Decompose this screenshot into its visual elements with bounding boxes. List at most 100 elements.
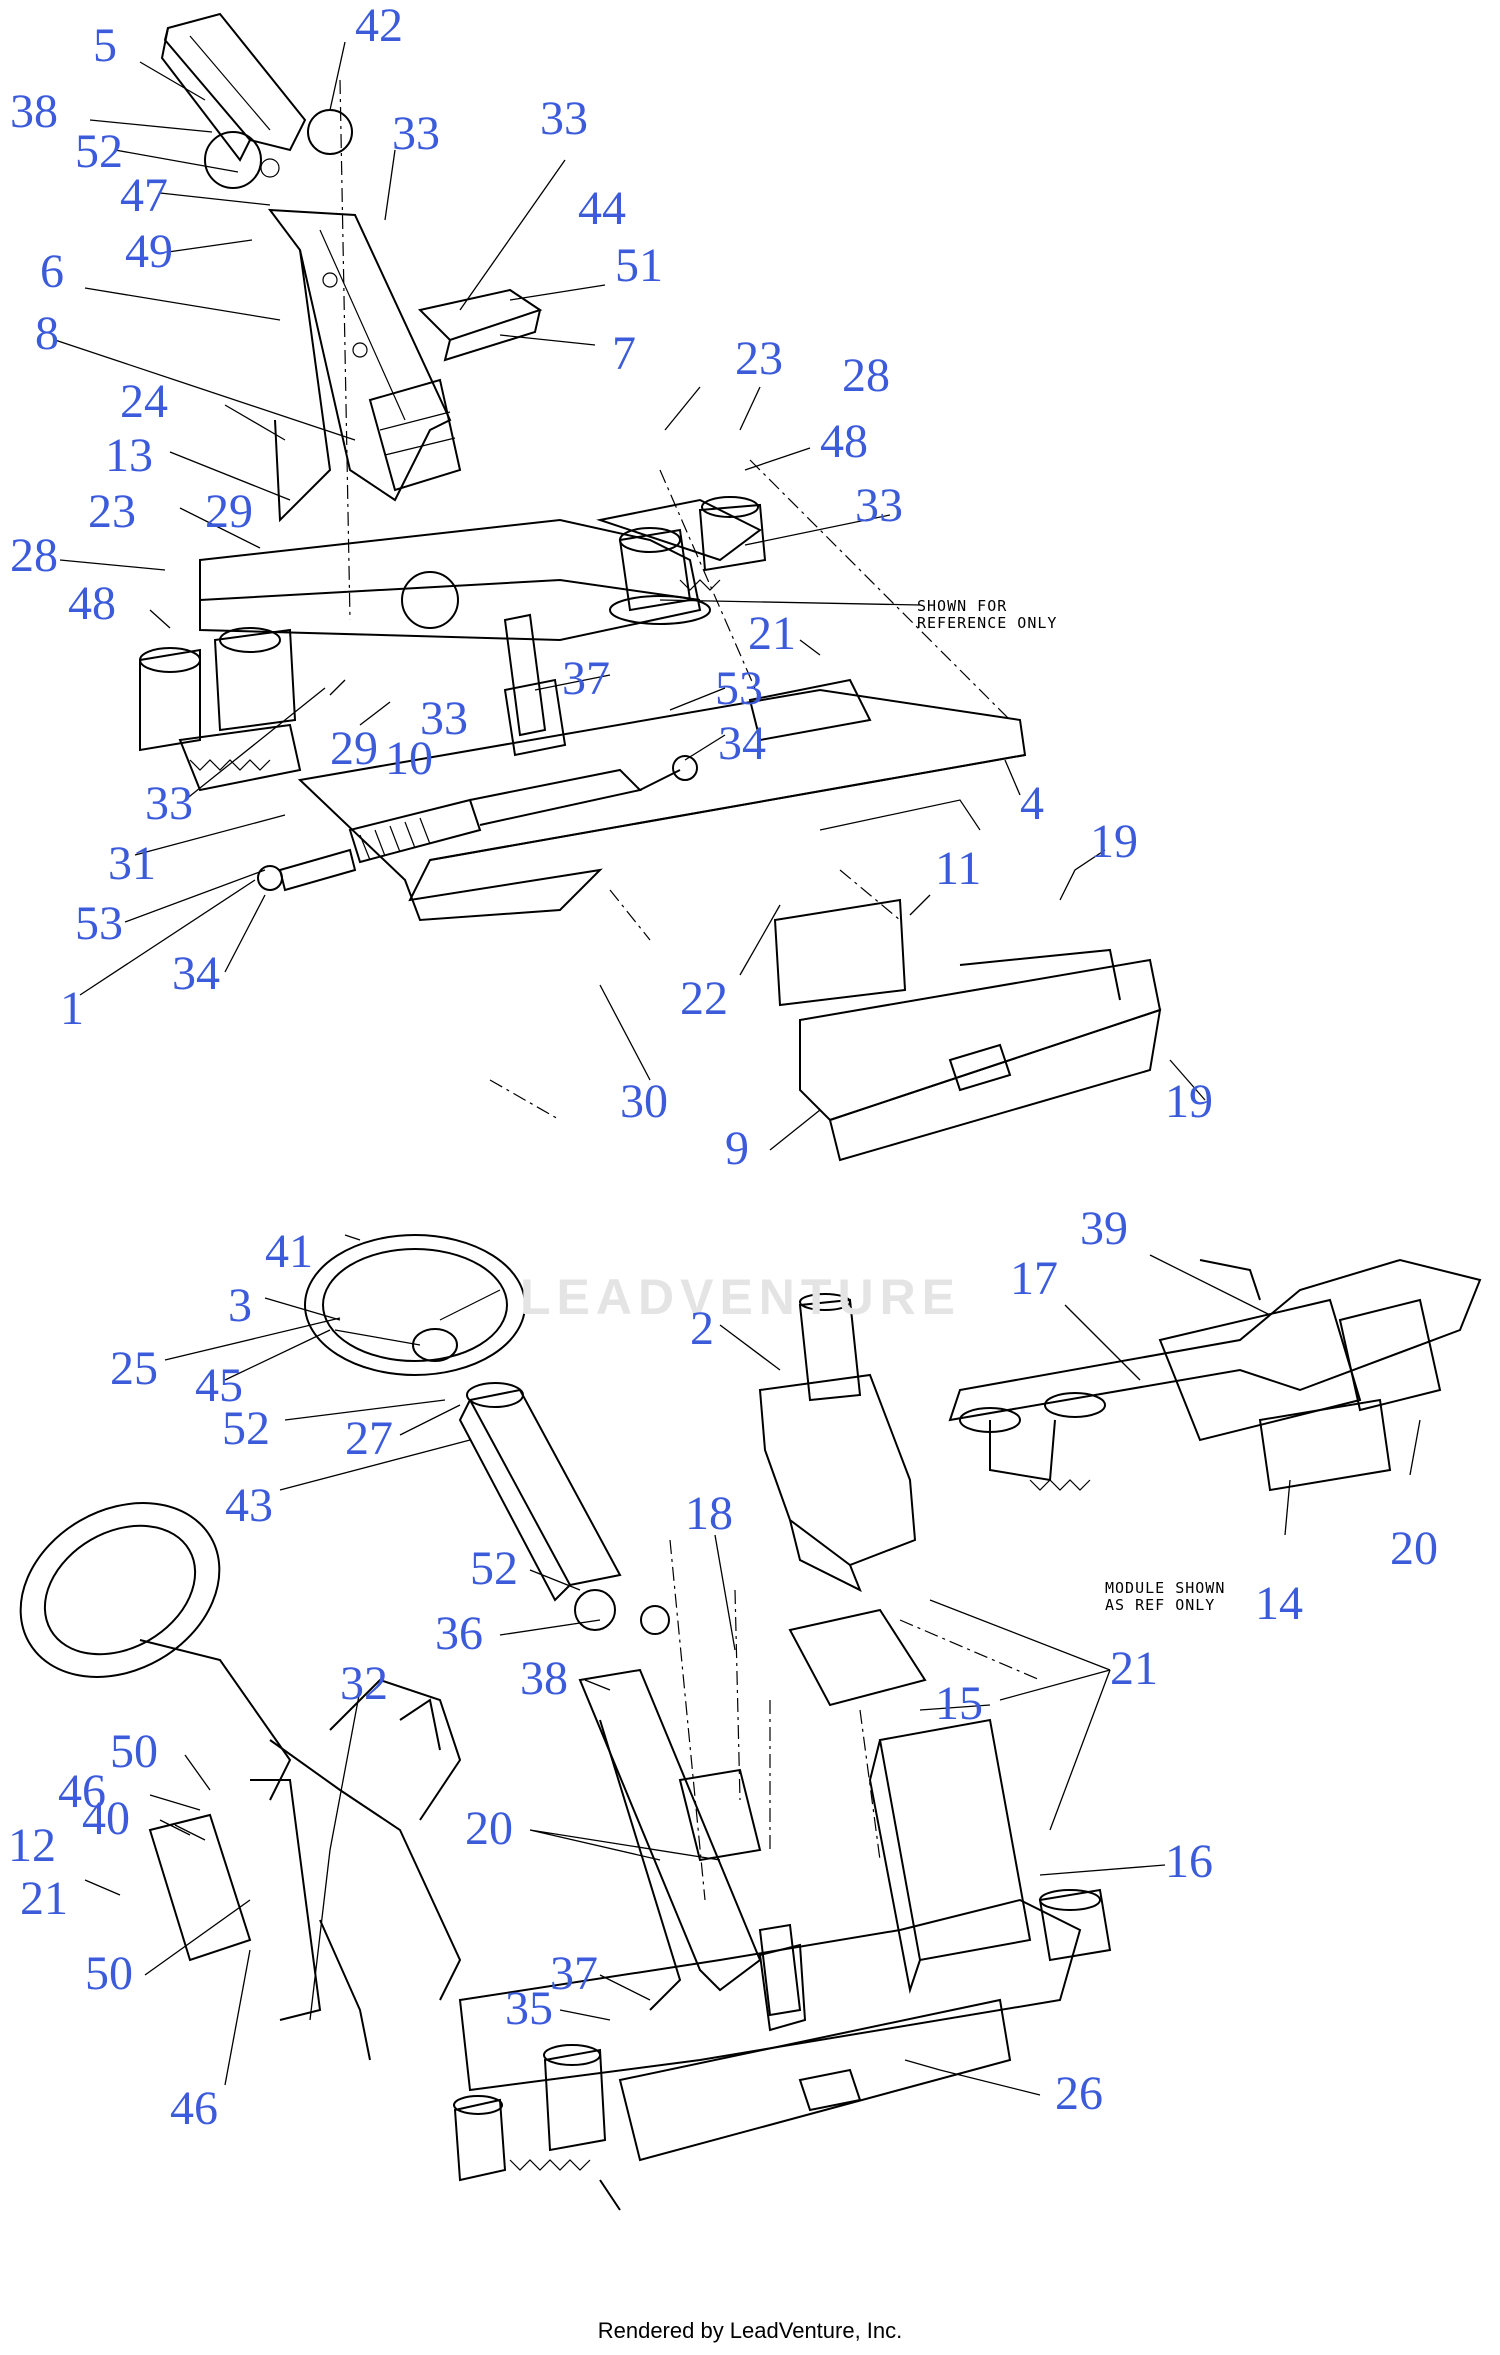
callout-22: 22	[680, 972, 728, 1025]
callout-12: 12	[8, 1819, 56, 1872]
callout-46: 46	[58, 1765, 106, 1818]
callout-41: 41	[265, 1225, 313, 1278]
main-frame	[199, 498, 762, 642]
callout-1: 1	[60, 982, 84, 1035]
left-spindle	[139, 627, 302, 792]
plate-11	[773, 898, 907, 1007]
callout-26: 26	[1055, 2067, 1103, 2120]
callout-5: 5	[93, 19, 117, 72]
callout-33-b: 33	[540, 92, 588, 145]
callout-50-b: 50	[85, 1947, 133, 2000]
callout-46-b: 46	[170, 2082, 218, 2135]
callout-34: 34	[718, 717, 766, 770]
callout-29: 29	[205, 485, 253, 538]
callout-28-b: 28	[10, 529, 58, 582]
callout-51: 51	[615, 239, 663, 292]
callout-33-d: 33	[420, 692, 468, 745]
callout-34-b: 34	[172, 947, 220, 1000]
cover-16	[868, 1718, 1032, 1994]
callout-53: 53	[715, 662, 763, 715]
callout-15: 15	[935, 1677, 983, 1730]
universal-joint	[368, 378, 462, 492]
callout-36: 36	[435, 1607, 483, 1660]
callout-27: 27	[345, 1412, 393, 1465]
callout-8: 8	[35, 307, 59, 360]
console-cover	[758, 1293, 917, 1593]
steering-column-lower	[458, 1382, 670, 1635]
callout-37-b: 37	[550, 1947, 598, 2000]
footer-credit: Rendered by LeadVenture, Inc.	[597, 2318, 903, 2343]
callout-21-b: 21	[1110, 1642, 1158, 1695]
steering-wheel-upper	[304, 1234, 526, 1376]
reference-note: SHOWN FOR REFERENCE ONLY	[917, 597, 1058, 632]
callout-18: 18	[685, 1487, 733, 1540]
lower-steering-shaft	[758, 1943, 807, 2032]
callout-7: 7	[612, 327, 636, 380]
callout-43: 43	[225, 1479, 273, 1532]
callout-48: 48	[820, 415, 868, 468]
callout-53-b: 53	[75, 897, 123, 950]
callout-32: 32	[340, 1657, 388, 1710]
callout-37: 37	[562, 652, 610, 705]
callout-23-b: 23	[88, 485, 136, 538]
callout-14: 14	[1255, 1577, 1303, 1630]
callout-50: 50	[110, 1725, 158, 1778]
callout-33-c: 33	[855, 479, 903, 532]
callout-52: 52	[75, 125, 123, 178]
callout-24: 24	[120, 375, 168, 428]
callout-28: 28	[842, 349, 890, 402]
callout-39: 39	[1080, 1202, 1128, 1255]
callout-9: 9	[725, 1122, 749, 1175]
callout-25: 25	[110, 1342, 158, 1395]
callout-29-b: 29	[330, 722, 378, 775]
callout-38: 38	[10, 85, 58, 138]
callout-45: 45	[195, 1359, 243, 1412]
callout-23: 23	[735, 332, 783, 385]
callout-31: 31	[108, 837, 156, 890]
steering-column-top	[160, 12, 353, 189]
callout-48-b: 48	[68, 577, 116, 630]
lower-left-spindle	[453, 2044, 621, 2211]
callout-4: 4	[1020, 777, 1044, 830]
callout-10: 10	[385, 732, 433, 785]
plate-15	[788, 1608, 927, 1707]
steering-shaft	[503, 613, 547, 737]
steering-rack	[257, 755, 698, 892]
lower-column-support	[578, 1668, 802, 2017]
right-spindle	[609, 496, 767, 625]
callout-20-b: 20	[465, 1802, 513, 1855]
callout-21: 21	[748, 607, 796, 660]
column-support-plate	[267, 208, 452, 523]
callout-52-c: 52	[470, 1542, 518, 1595]
axle-beam	[297, 678, 1027, 922]
module-note: MODULE SHOWN AS REF ONLY	[1105, 1579, 1226, 1614]
callout-13: 13	[105, 429, 153, 482]
callout-30: 30	[620, 1075, 668, 1128]
callout-38-b: 38	[520, 1652, 568, 1705]
callout-16: 16	[1165, 1835, 1213, 1888]
callout-11: 11	[935, 842, 982, 895]
callout-49: 49	[125, 225, 173, 278]
callout-33: 33	[392, 107, 440, 160]
inset-right-view	[948, 1258, 1482, 1492]
callout-33-e: 33	[145, 777, 193, 830]
callout-3: 3	[228, 1279, 252, 1332]
callout-44: 44	[578, 182, 626, 235]
callout-17: 17	[1010, 1252, 1058, 1305]
callout-35: 35	[505, 1982, 553, 2035]
callout-42: 42	[355, 0, 403, 52]
inset-left-view	[19, 1502, 462, 2061]
callout-20: 20	[1390, 1522, 1438, 1575]
callout-52-b: 52	[222, 1402, 270, 1455]
callout-6: 6	[40, 245, 64, 298]
bracket-7	[418, 288, 543, 362]
callout-19: 19	[1090, 815, 1138, 868]
callout-2: 2	[690, 1302, 714, 1355]
leader-lines	[54, 41, 1421, 2096]
callout-40: 40	[82, 1792, 130, 1845]
callout-19-b: 19	[1165, 1075, 1213, 1128]
callout-21-c: 21	[20, 1872, 68, 1925]
callout-47: 47	[120, 169, 168, 222]
